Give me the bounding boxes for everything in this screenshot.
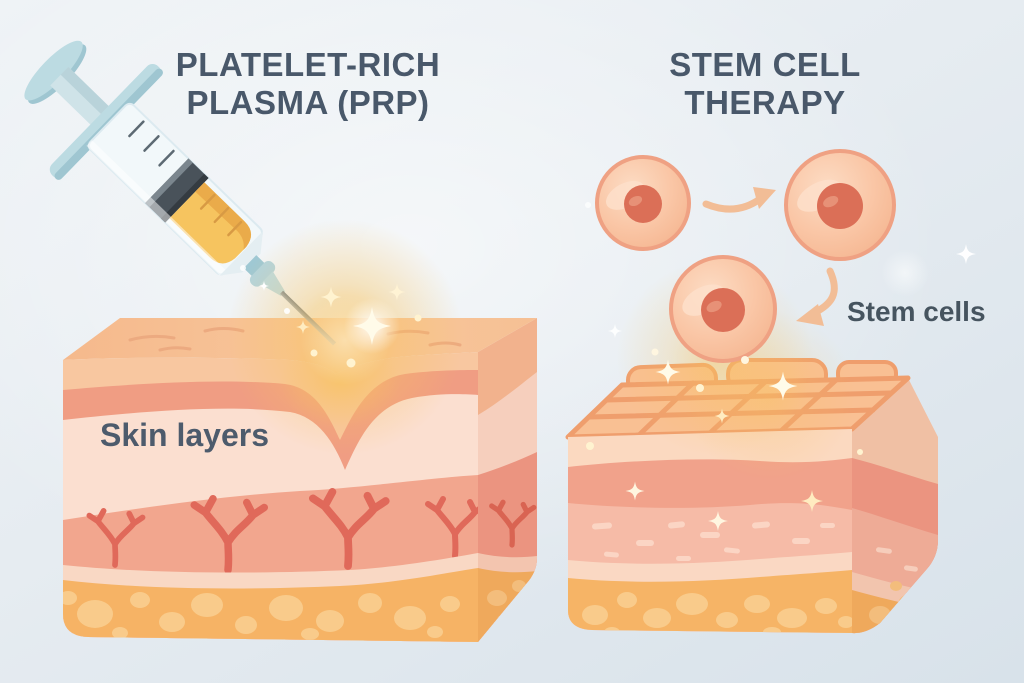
- layer-fat: [568, 570, 852, 633]
- right-title-line1: STEM CELL: [669, 46, 861, 83]
- injection-glow: [227, 219, 463, 455]
- stem-cell-icon: [669, 255, 777, 363]
- plunger-rod: [50, 66, 113, 129]
- seal-band-highlight: [145, 158, 193, 208]
- liquid-tick-marks: [199, 193, 243, 237]
- skin-block-right-front-face: [568, 429, 852, 633]
- sparkles: [240, 202, 976, 531]
- curved-arrow-right-icon: [702, 187, 776, 213]
- plunger-cap: [24, 40, 83, 101]
- nucleus-highlight: [823, 195, 839, 208]
- left-title-line1: PLATELET-RICH: [175, 46, 441, 83]
- speckle-dashes-side: [875, 547, 918, 572]
- fat-bubbles-left: [63, 591, 460, 640]
- stem-cells-group: [595, 149, 896, 363]
- stem-cell-icon: [595, 155, 691, 251]
- stem-cell-icon: [784, 149, 896, 261]
- left-panel-title: PLATELET-RICH PLASMA (PRP): [153, 46, 463, 122]
- barrel-glass-highlight: [86, 140, 226, 276]
- cell-nucleus: [701, 288, 745, 332]
- nucleus-highlight: [628, 195, 643, 207]
- skin-layers-label: Skin layers: [100, 417, 269, 453]
- cell-nucleus: [624, 185, 662, 223]
- fat-bubbles-right: [582, 592, 852, 633]
- left-title-line2: PLASMA (PRP): [186, 84, 430, 121]
- right-panel-title: STEM CELL THERAPY: [610, 46, 920, 122]
- prp-liquid: [169, 182, 252, 264]
- barrel-tick-marks: [128, 120, 175, 167]
- plunger-seal-band: [145, 158, 209, 223]
- nucleus-highlight: [706, 300, 722, 313]
- plunger-rod-shade: [60, 66, 113, 118]
- speckle-dashes: [592, 521, 835, 561]
- right-title-line2: THERAPY: [684, 84, 846, 121]
- stem-cells-label: Stem cells: [847, 296, 986, 327]
- curved-arrow-down-icon: [796, 267, 838, 326]
- seal-band-shadow: [160, 173, 209, 223]
- skin-block-left-side-face: [478, 318, 537, 642]
- cell-nucleus: [817, 183, 863, 229]
- barrel-taper: [219, 231, 264, 276]
- finger-flange: [49, 64, 162, 179]
